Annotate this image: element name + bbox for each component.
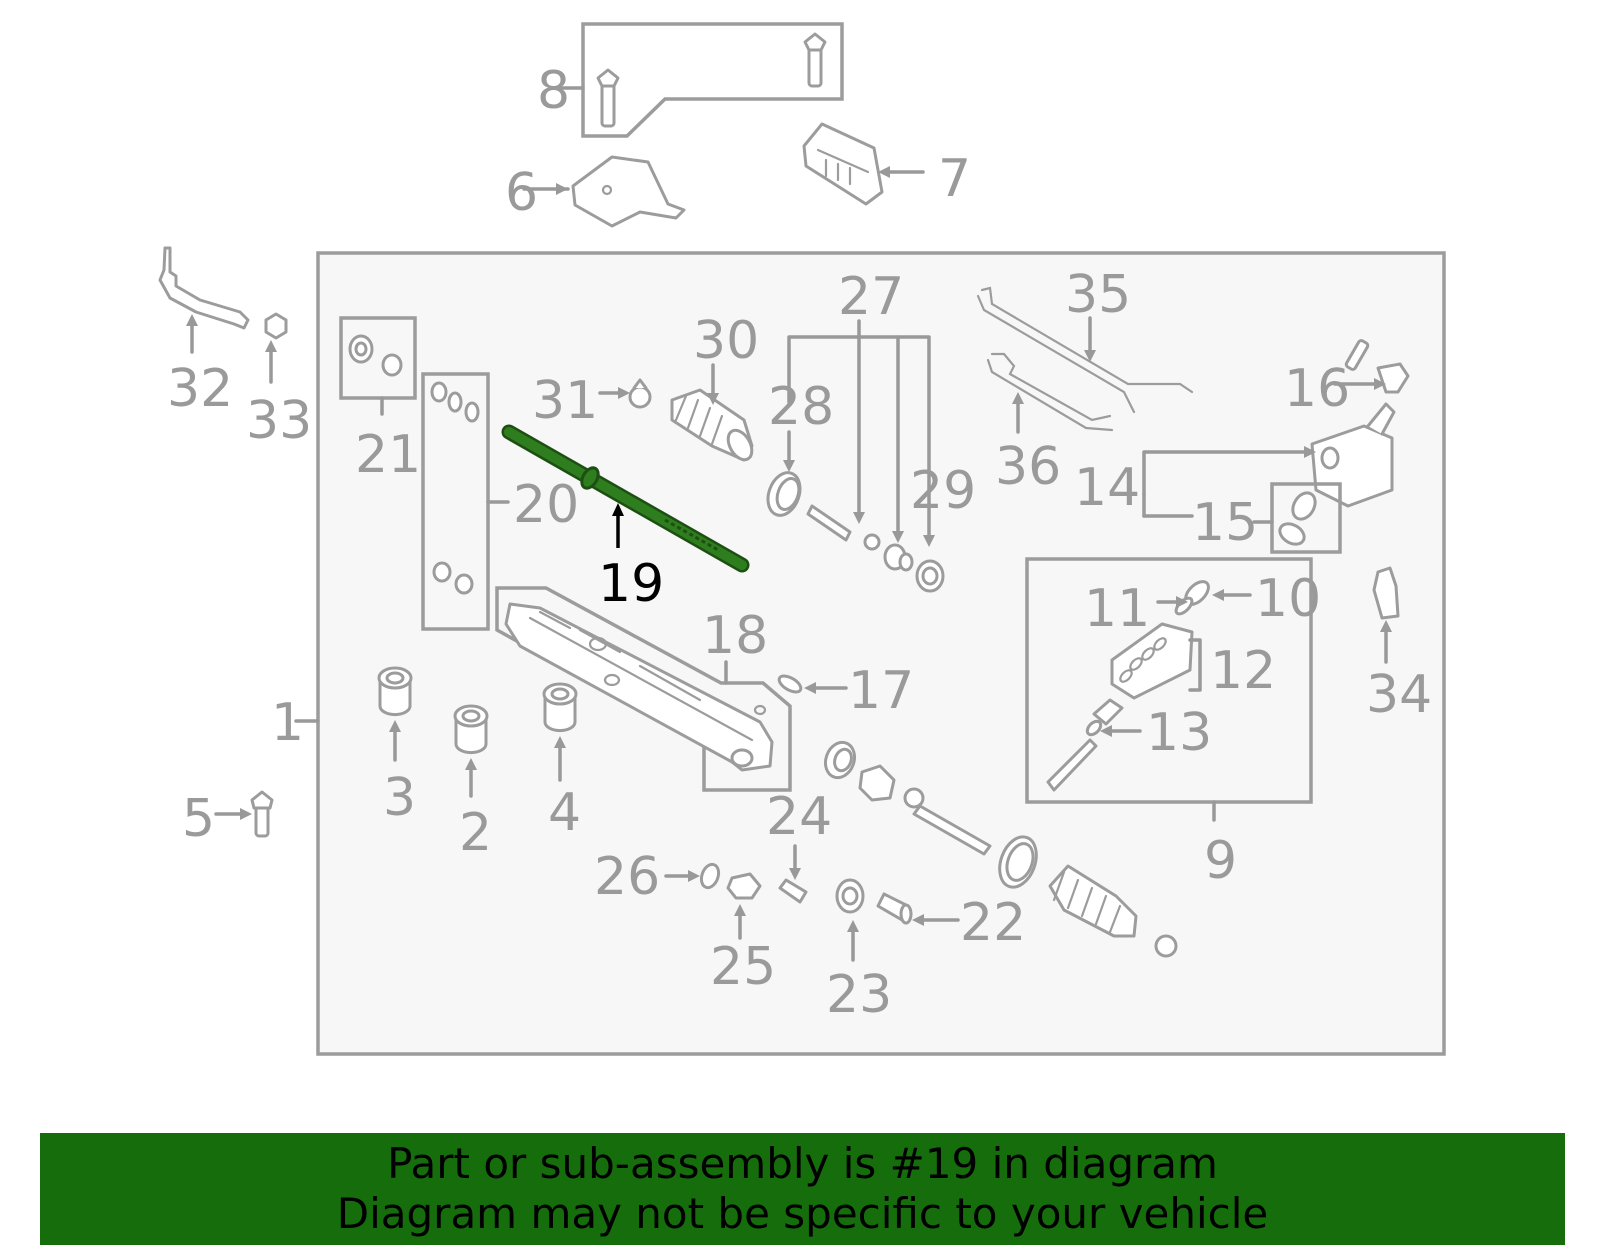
part-25-nut [726, 872, 762, 940]
label-14: 14 [1074, 458, 1140, 518]
part-36-pipe [986, 352, 1114, 434]
label-32: 32 [167, 359, 233, 419]
label-35: 35 [1065, 265, 1131, 325]
part-21-kit-box [339, 316, 417, 416]
part-18-housing [495, 586, 792, 792]
label-12: 12 [1210, 641, 1276, 701]
label-20: 20 [513, 475, 579, 535]
part-inner-tie-rod [823, 740, 1038, 889]
part-3-bushing [377, 666, 413, 762]
part-29-bushing [915, 559, 945, 593]
part-19-steering-rack [501, 424, 750, 573]
part-22-spring [876, 892, 960, 926]
label-9: 9 [1204, 831, 1237, 891]
label-13: 13 [1146, 703, 1212, 763]
part-number-labels: 1 2 3 4 5 6 7 8 9 10 11 12 13 14 15 16 1… [167, 61, 1432, 1025]
part-27-inner-rod [806, 504, 914, 572]
part-23-bushing [835, 878, 865, 962]
label-6: 6 [505, 163, 538, 223]
part-27-leaders [787, 319, 935, 547]
part-14-valve [1142, 402, 1396, 518]
label-33: 33 [246, 391, 312, 451]
part-6-bracket [522, 155, 686, 228]
label-30: 30 [693, 311, 759, 371]
part-20-seal-kit-box [421, 372, 510, 631]
label-23: 23 [826, 965, 892, 1025]
banner-line-1: Part or sub-assembly is #19 in diagram [387, 1139, 1218, 1188]
label-29: 29 [910, 461, 976, 521]
part-34-sensor [1372, 566, 1400, 664]
label-5: 5 [182, 789, 215, 849]
part-15-box [1142, 482, 1342, 554]
label-8: 8 [537, 61, 570, 121]
banner-line-2: Diagram may not be specific to your vehi… [336, 1189, 1269, 1238]
part-7-bracket [802, 122, 925, 206]
part-16-sensor [1333, 339, 1410, 394]
main-assembly-frame [316, 251, 1446, 1056]
label-16: 16 [1284, 359, 1350, 419]
part-30-boot [670, 363, 754, 462]
part-4-bushing [542, 682, 578, 782]
label-10: 10 [1255, 569, 1321, 629]
label-26: 26 [594, 847, 660, 907]
label-1: 1 [271, 693, 304, 753]
label-24: 24 [766, 787, 832, 847]
part-26-washer [664, 862, 721, 890]
part-28-ring [766, 430, 802, 517]
label-25: 25 [710, 937, 776, 997]
part-32-tie-rod-end [158, 246, 250, 354]
label-34: 34 [1366, 665, 1432, 725]
label-31: 31 [532, 371, 598, 431]
outer-boot [1048, 864, 1178, 958]
label-27: 27 [838, 267, 904, 327]
part-8-bracket [550, 22, 844, 138]
label-17: 17 [848, 661, 914, 721]
part-35-pipe [976, 286, 1194, 414]
label-7: 7 [938, 149, 971, 209]
notice-banner: Part or sub-assembly is #19 in diagram D… [40, 1133, 1565, 1245]
label-36: 36 [995, 437, 1061, 497]
label-18: 18 [702, 606, 768, 666]
part-31-clamp [598, 378, 652, 409]
part-9-box [1025, 557, 1313, 822]
label-3: 3 [383, 768, 416, 828]
part-2-bushing [453, 704, 489, 798]
label-15: 15 [1192, 493, 1258, 553]
label-4: 4 [548, 783, 581, 843]
label-19: 19 [598, 554, 664, 614]
part-33-nut [264, 312, 288, 384]
label-21: 21 [355, 425, 421, 485]
label-2: 2 [459, 803, 492, 863]
part-17-o-ring [777, 674, 848, 694]
label-22: 22 [960, 893, 1026, 953]
part-5-bolt [214, 790, 274, 838]
part-24-plug [778, 844, 808, 904]
label-28: 28 [768, 377, 834, 437]
label-11: 11 [1084, 579, 1150, 639]
